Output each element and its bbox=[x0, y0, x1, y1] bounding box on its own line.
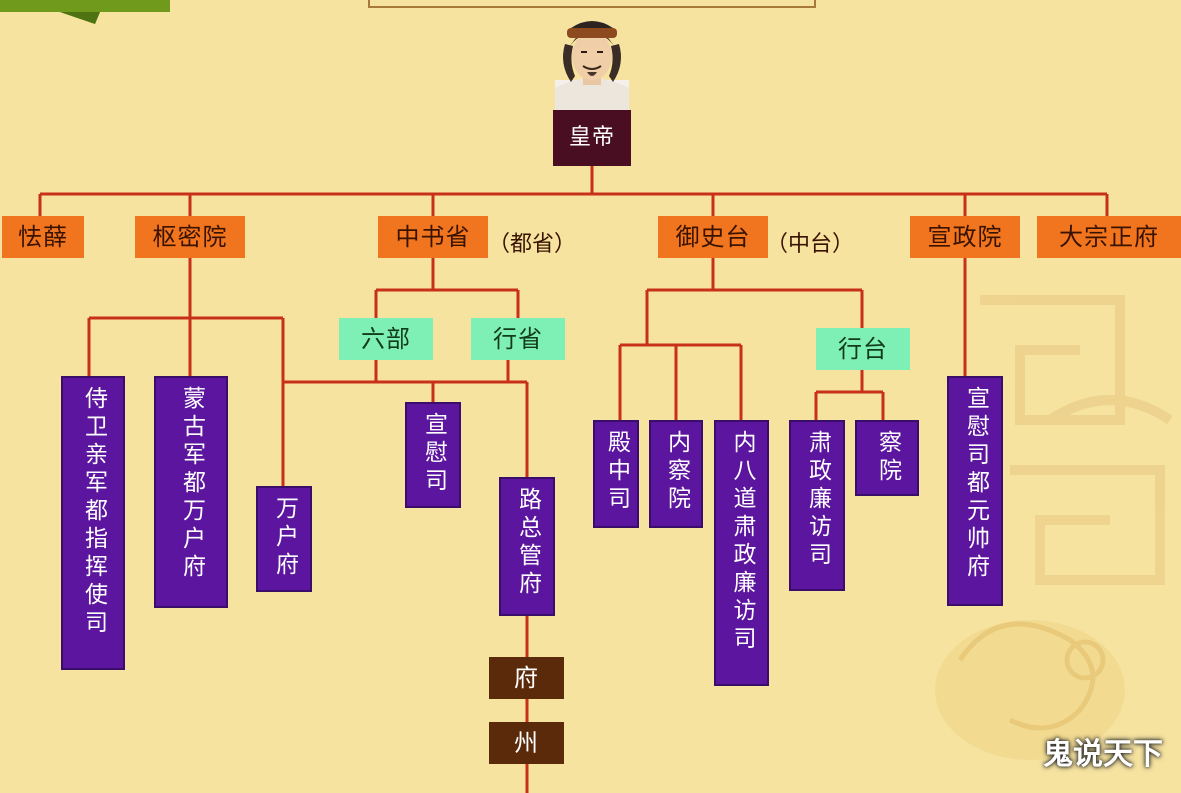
node-shiwei-label: 侍卫亲军都指挥使司 bbox=[82, 386, 105, 638]
node-xuanweisi: 宣慰司 bbox=[405, 402, 461, 508]
node-qiexue: 怯薛 bbox=[2, 216, 84, 258]
node-neibadao-label: 内八道肃政廉访司 bbox=[730, 430, 753, 654]
node-xuanzhengyuan-label: 宣政院 bbox=[928, 225, 1003, 249]
node-dazongzhengfu-label: 大宗正府 bbox=[1059, 225, 1159, 249]
node-shumiyuan-label: 枢密院 bbox=[153, 225, 228, 249]
node-zhou-label: 州 bbox=[514, 731, 539, 755]
node-zhou: 州 bbox=[489, 722, 564, 764]
node-dianzhong-label: 殿中司 bbox=[605, 430, 628, 514]
node-shiwei: 侍卫亲军都指挥使司 bbox=[61, 376, 125, 670]
emperor-portrait-icon bbox=[553, 18, 631, 110]
node-yushitai: 御史台 bbox=[658, 216, 768, 258]
node-dazongzhengfu: 大宗正府 bbox=[1037, 216, 1181, 258]
node-luzongguan: 路总管府 bbox=[499, 477, 555, 616]
node-wanhu-label: 万户府 bbox=[273, 496, 296, 580]
node-suzheng: 肃政廉访司 bbox=[789, 420, 845, 591]
node-wanhu: 万户府 bbox=[256, 486, 312, 592]
watermark: 鬼说天下 bbox=[1043, 729, 1163, 773]
node-nei-chayuan-label: 内察院 bbox=[665, 430, 688, 514]
node-xuanwei-yuanshuai-label: 宣慰司都元帅府 bbox=[964, 386, 987, 582]
node-xuanweisi-label: 宣慰司 bbox=[422, 412, 445, 496]
emperor-box: 皇帝 bbox=[553, 110, 631, 166]
node-menggu: 蒙古军都万户府 bbox=[154, 376, 228, 608]
node-neibadao: 内八道肃政廉访司 bbox=[714, 420, 769, 686]
emperor-label: 皇帝 bbox=[569, 127, 615, 149]
node-luzongguan-label: 路总管府 bbox=[516, 487, 539, 599]
node-xuanzhengyuan: 宣政院 bbox=[910, 216, 1020, 258]
node-zhongshusheng: 中书省 bbox=[378, 216, 488, 258]
node-zhongshusheng-label: 中书省 bbox=[396, 225, 471, 249]
node-suzheng-label: 肃政廉访司 bbox=[806, 430, 829, 570]
node-xingtai-label: 行台 bbox=[838, 337, 888, 361]
node-xuanwei-yuanshuai: 宣慰司都元帅府 bbox=[947, 376, 1003, 606]
node-fu: 府 bbox=[489, 657, 564, 699]
node-nei-chayuan: 内察院 bbox=[649, 420, 703, 528]
node-fu-label: 府 bbox=[514, 666, 539, 690]
node-shumiyuan: 枢密院 bbox=[135, 216, 245, 258]
node-qiexue-label: 怯薛 bbox=[18, 225, 68, 249]
node-xingtai: 行台 bbox=[816, 328, 910, 370]
node-liubu-label: 六部 bbox=[361, 327, 411, 351]
node-xingsheng: 行省 bbox=[471, 318, 565, 360]
node-chayuan: 察院 bbox=[855, 420, 919, 496]
node-menggu-label: 蒙古军都万户府 bbox=[180, 386, 203, 582]
node-chayuan-label: 察院 bbox=[876, 430, 899, 486]
node-xingsheng-label: 行省 bbox=[493, 327, 543, 351]
node-dianzhong: 殿中司 bbox=[593, 420, 639, 528]
yushitai-note: （中台） bbox=[766, 226, 854, 258]
node-yushitai-label: 御史台 bbox=[676, 225, 751, 249]
node-liubu: 六部 bbox=[339, 318, 433, 360]
zhongshusheng-note: （都省） bbox=[488, 226, 576, 258]
